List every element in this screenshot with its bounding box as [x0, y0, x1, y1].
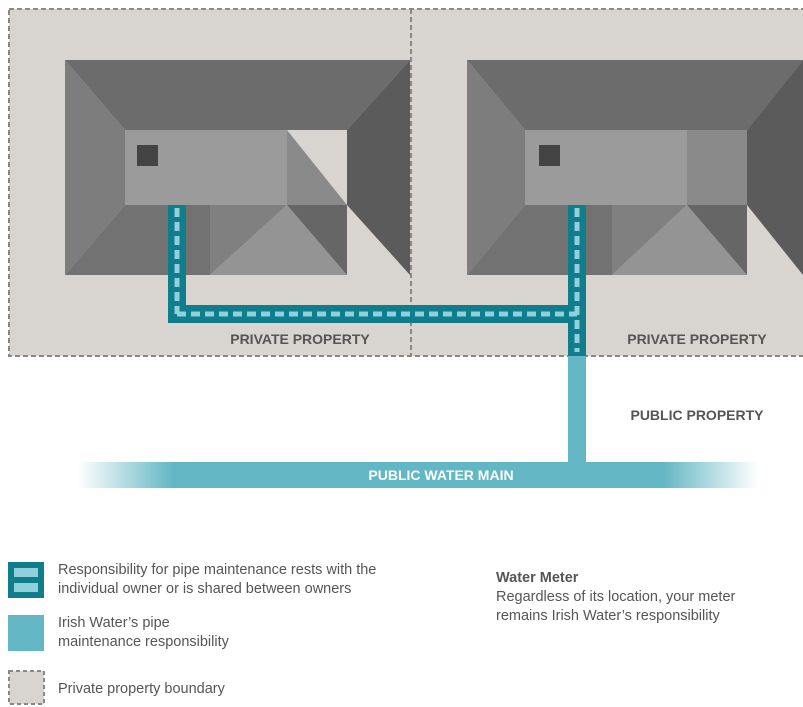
legend-irish-water-line2: maintenance responsibility: [58, 634, 229, 650]
public-property-label: PUBLIC PROPERTY: [630, 407, 764, 423]
house-right: [467, 60, 803, 275]
water-meter-title: Water Meter: [496, 570, 579, 586]
shared-private-pipe: [168, 205, 586, 356]
legend-shared-pipe-line2: individual owner or is shared between ow…: [58, 581, 352, 597]
legend-boundary-line1: Private property boundary: [58, 681, 225, 697]
private-property-label-left: PRIVATE PROPERTY: [230, 331, 370, 347]
legend-shared-pipe-text: Responsibility for pipe maintenance rest…: [58, 561, 376, 599]
private-property-label-right: PRIVATE PROPERTY: [627, 331, 767, 347]
legend-shared-pipe-line1: Responsibility for pipe maintenance rest…: [58, 562, 377, 578]
water-meter-line1: Regardless of its location, your meter: [496, 589, 736, 605]
property-boundary: [8, 8, 803, 357]
legend-irish-water-line1: Irish Water’s pipe: [58, 615, 170, 631]
legend-boundary-swatch: [8, 670, 45, 705]
water-main-label: PUBLIC WATER MAIN: [368, 467, 513, 483]
public-water-main-pipe: [78, 462, 758, 488]
legend-boundary-text: Private property boundary: [58, 680, 225, 699]
legend-irish-water-swatch: [8, 615, 44, 651]
water-meter-note: Water Meter Regardless of its location, …: [496, 569, 735, 626]
legend-irish-water-text: Irish Water’s pipe maintenance responsib…: [58, 614, 229, 652]
public-service-pipe: [568, 356, 586, 462]
water-meter-left: [137, 145, 158, 166]
water-meter-right: [539, 145, 560, 166]
water-meter-line2: remains Irish Water’s responsibility: [496, 608, 720, 624]
legend-shared-pipe-swatch: [8, 562, 44, 598]
